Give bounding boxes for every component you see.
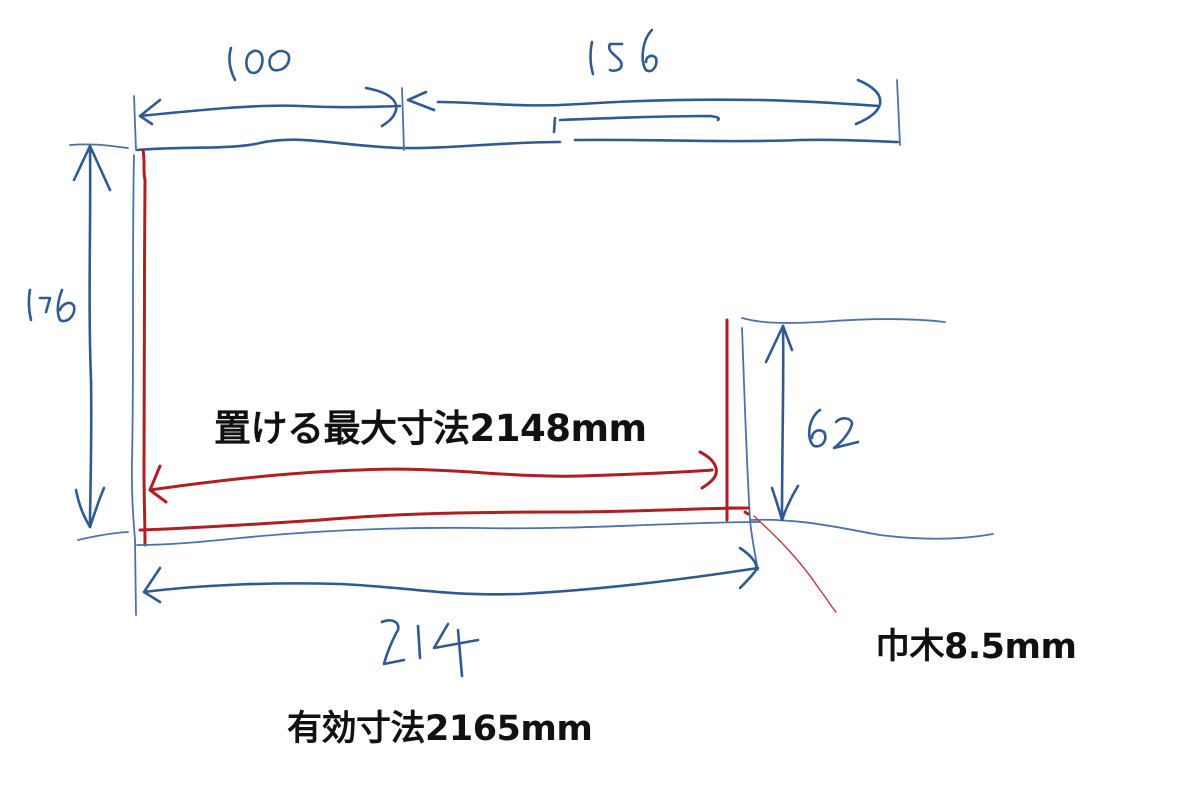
dimension-arrow-176 (69, 143, 129, 541)
dimension-arrow-214 (142, 546, 760, 604)
top-wall-lines (133, 79, 901, 152)
handwritten-156 (589, 28, 658, 76)
handwritten-100 (228, 46, 291, 82)
baseboard-leader (743, 510, 837, 613)
dimension-arrow-156 (406, 78, 882, 126)
handwritten-176 (27, 288, 76, 323)
dimension-arrow-100 (138, 86, 402, 128)
max-placeable-arrow (148, 450, 718, 504)
max-placeable-label: 置ける最大寸法2148mm (214, 407, 647, 450)
left-wall (130, 148, 147, 616)
baseboard-label: 巾木8.5mm (875, 627, 1077, 667)
right-step (725, 317, 994, 571)
handwritten-214 (380, 619, 480, 678)
effective-dimension-label: 有効寸法2165mm (287, 709, 593, 749)
dimension-arrow-62 (764, 324, 800, 522)
floor-lines (136, 506, 761, 546)
handwritten-62 (807, 408, 860, 450)
